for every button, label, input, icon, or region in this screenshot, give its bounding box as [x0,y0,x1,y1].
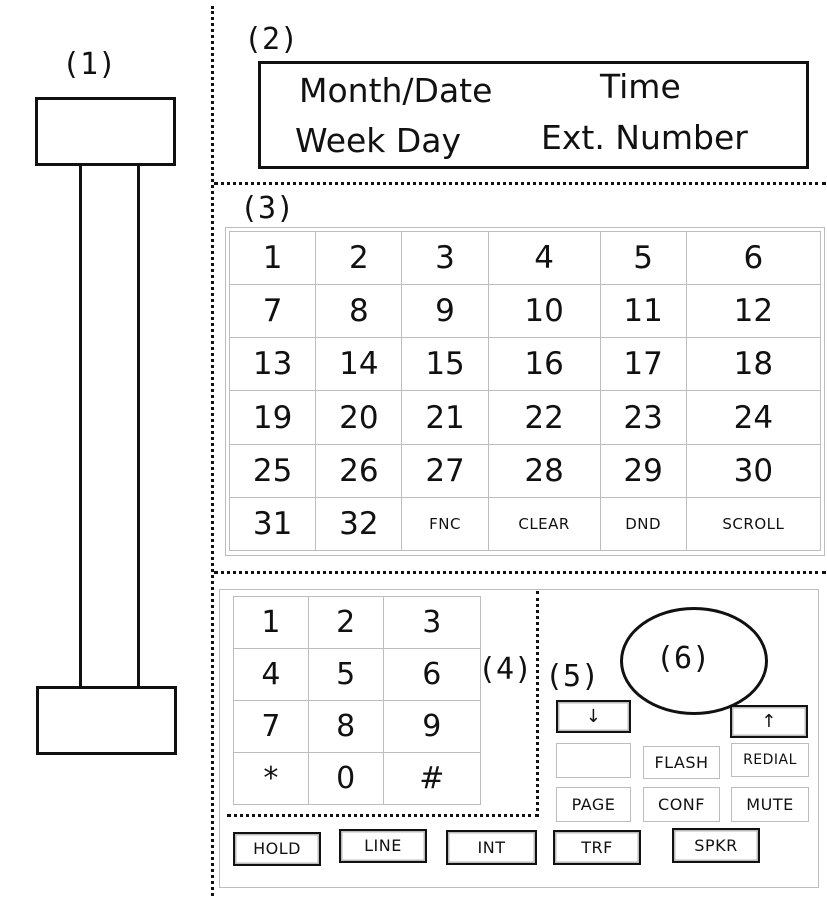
dial-key[interactable]: 3 [382,596,482,649]
mute-button[interactable]: MUTE [731,787,809,822]
keypad-panel [219,589,819,888]
label-volume: (5) [545,659,600,694]
function-key[interactable]: 16 [487,337,601,392]
function-key[interactable]: 19 [228,390,317,445]
function-key[interactable]: DND [599,496,687,552]
dial-key[interactable]: # [382,752,482,805]
function-key[interactable]: 25 [228,443,317,498]
dial-key[interactable]: 7 [233,700,309,753]
dial-key[interactable]: 2 [307,596,384,649]
conf-button[interactable]: CONF [643,787,720,822]
label-display: (2) [244,22,299,57]
function-key[interactable]: 17 [599,337,687,392]
label-speaker: (6) [656,641,711,676]
dial-key[interactable]: 9 [382,700,482,753]
function-key[interactable]: 8 [315,284,403,339]
function-key[interactable]: 27 [401,443,489,498]
flash-button[interactable]: FLASH [643,746,720,779]
divider-display [214,182,826,185]
lcd-ext-number: Ext. Number [541,118,748,157]
function-key[interactable]: 6 [685,230,822,286]
function-key[interactable]: 4 [487,230,601,286]
label-handset: (1) [62,47,117,82]
function-key[interactable]: 18 [685,337,822,392]
function-key[interactable]: 3 [401,230,489,286]
function-key[interactable]: 13 [228,337,317,392]
function-key[interactable]: 30 [685,443,822,498]
function-key[interactable]: 32 [315,496,403,552]
dial-key[interactable]: 8 [307,700,384,753]
function-key[interactable]: 9 [401,284,489,339]
function-key[interactable]: 10 [487,284,601,339]
page-button[interactable]: PAGE [556,787,631,822]
function-key[interactable]: 12 [685,284,822,339]
dial-pad-frame [227,591,539,817]
function-key[interactable]: 23 [599,390,687,445]
vertical-divider [211,6,214,896]
lcd-week-day: Week Day [295,121,462,160]
redial-button[interactable]: REDIAL [731,743,809,777]
function-key[interactable]: 2 [315,230,403,286]
dial-key[interactable]: 5 [307,648,384,701]
int-button[interactable]: INT [446,830,537,865]
function-key[interactable]: FNC [401,496,489,552]
lcd-time: Time [600,67,681,106]
function-key[interactable]: 28 [487,443,601,498]
line-button[interactable]: LINE [339,829,427,863]
function-keys-frame [225,227,825,556]
spkr-button[interactable]: SPKR [672,828,760,863]
function-key[interactable]: 24 [685,390,822,445]
dial-key[interactable]: 0 [307,752,384,805]
function-key[interactable]: 26 [315,443,403,498]
handset-top [35,97,176,166]
function-key[interactable]: 5 [599,230,687,286]
function-key[interactable]: 29 [599,443,687,498]
function-key[interactable]: 1 [228,230,317,286]
label-function-keys: (3) [240,191,295,226]
lcd-month-date: Month/Date [299,71,493,110]
divider-keys [214,571,826,574]
function-key[interactable]: 20 [315,390,403,445]
function-key[interactable]: CLEAR [487,496,601,552]
function-key[interactable]: 15 [401,337,489,392]
lcd-display: Month/Date Time Week Day Ext. Number [258,61,809,169]
dial-key[interactable]: 4 [233,648,309,701]
function-key[interactable]: 22 [487,390,601,445]
handset-bottom [36,686,177,755]
function-key[interactable]: 21 [401,390,489,445]
blank-button[interactable] [556,743,631,778]
function-key[interactable]: 14 [315,337,403,392]
volume-up-button[interactable]: ↑ [730,705,808,738]
trf-button[interactable]: TRF [553,830,641,865]
hold-button[interactable]: HOLD [233,832,321,866]
volume-down-button[interactable]: ↓ [556,700,631,733]
label-dial-pad: (4) [478,652,533,687]
function-key[interactable]: SCROLL [685,496,822,552]
function-key[interactable]: 7 [228,284,317,339]
dial-key[interactable]: 1 [233,596,309,649]
function-key[interactable]: 11 [599,284,687,339]
function-key[interactable]: 31 [228,496,317,552]
handset-bar [79,163,140,687]
speaker-oval [620,607,768,715]
dial-key[interactable]: 6 [382,648,482,701]
dial-key[interactable]: * [233,752,309,805]
